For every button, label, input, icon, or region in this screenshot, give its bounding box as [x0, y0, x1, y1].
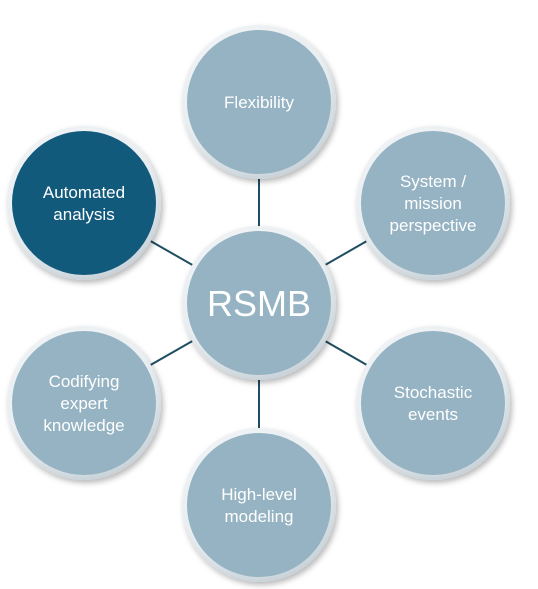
node-stochastic-events: Stochastic events	[356, 326, 510, 480]
node-automated-analysis-fill	[12, 131, 156, 275]
node-high-level-modeling-label-line: High-level	[221, 485, 297, 504]
node-codifying-expert-knowledge-label-line: Codifying	[49, 372, 120, 391]
node-stochastic-events-fill	[361, 331, 505, 475]
center-node-bubble-fill	[187, 231, 331, 375]
node-high-level-modeling-label-line: modeling	[225, 507, 294, 526]
node-system-mission-perspective-label-line: System /	[400, 172, 466, 191]
node-high-level-modeling: High-level modeling	[182, 428, 336, 582]
node-codifying-expert-knowledge-label-line: knowledge	[43, 416, 124, 435]
node-high-level-modeling-fill	[187, 433, 331, 577]
center-node-bubble: RSMB	[182, 226, 336, 380]
node-system-mission-perspective-fill	[361, 131, 505, 275]
node-codifying-expert-knowledge-label-line: expert	[60, 394, 108, 413]
node-flexibility-fill	[187, 30, 331, 174]
node-flexibility: Flexibility	[182, 25, 336, 179]
node-system-mission-perspective: System / mission perspective	[356, 126, 510, 280]
node-system-mission-perspective-label-line: perspective	[390, 216, 477, 235]
node-automated-analysis-label-line: Automated	[43, 183, 125, 202]
node-automated-analysis: Automated analysis	[7, 126, 161, 280]
node-codifying-expert-knowledge-fill	[12, 331, 156, 475]
node-flexibility-label-line: Flexibility	[224, 93, 294, 112]
node-automated-analysis-label-line: analysis	[53, 205, 114, 224]
center-node: RSMB	[182, 226, 336, 380]
center-node-label: RSMB	[207, 283, 311, 324]
node-stochastic-events-label-line: events	[408, 405, 458, 424]
node-stochastic-events-label-line: Stochastic	[394, 383, 473, 402]
node-codifying-expert-knowledge: Codifying expert knowledge	[7, 326, 161, 480]
node-system-mission-perspective-label-line: mission	[404, 194, 462, 213]
